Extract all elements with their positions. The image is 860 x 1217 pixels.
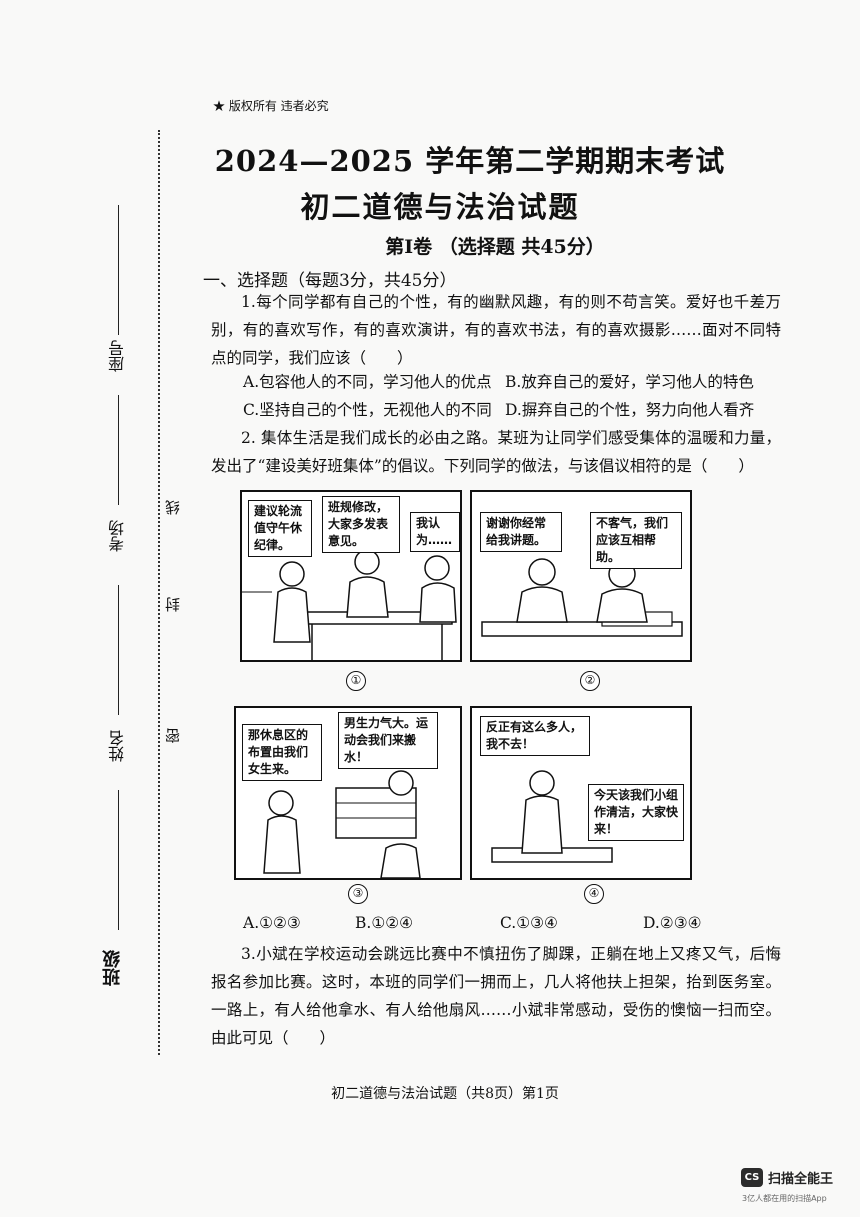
binding-dotted-line [158, 130, 160, 1055]
question-1-stem: 1.每个同学都有自己的个性，有的幽默风趣，有的则不苟言笑。爱好也千差万别，有的喜… [211, 293, 781, 367]
comic-2-bubble-1: 谢谢你经常给我讲题。 [480, 512, 562, 552]
page-footer: 初二道德与法治试题（共8页）第1页 [331, 1086, 559, 1102]
exam-room-underline [118, 395, 119, 505]
comic-panel-4: 反正有这么多人，我不去！ 今天该我们小组作清洁，大家快来！ [470, 706, 692, 880]
part-heading: 一、选择题（每题3分，共45分） [203, 271, 457, 291]
comic-1-bubble-3: 我认为…… [410, 512, 460, 552]
question-3-stem: 3.小斌在学校运动会跳远比赛中不慎扭伤了脚踝，正躺在地上又疼又气，后悔报名参加比… [211, 945, 781, 1047]
copyright-notice: ★ 版权所有 违者必究 [213, 99, 329, 113]
comic-panel-3-drawing [263, 770, 421, 878]
comic-4-bubble-2: 今天该我们小组作清洁，大家快来！ [588, 784, 684, 841]
exam-room-label: 考场 [108, 520, 127, 552]
question-2-option-b: B.①②④ [355, 914, 414, 932]
question-2-option-d: D.②③④ [643, 914, 702, 932]
comic-label-4: ④ [584, 884, 604, 904]
name-label: 姓名 [108, 730, 127, 762]
question-2-option-c: C.①③④ [500, 914, 558, 932]
question-2-option-a: A.①②③ [243, 914, 301, 932]
comic-3-bubble-2: 男生力气大。运动会我们来搬水！ [338, 712, 438, 769]
comic-panel-3: 那休息区的布置由我们女生来。 男生力气大。运动会我们来搬水！ [234, 706, 462, 880]
comic-1-bubble-1: 建议轮流值守午休纪律。 [248, 500, 312, 557]
comic-panel-2-drawing [481, 558, 683, 637]
comic-1-bubble-2: 班规修改，大家多发表意见。 [322, 496, 400, 553]
question-1-option-b: B.放弃自己的爱好，学习他人的特色 [505, 373, 754, 391]
question-1-option-a: A.包容他人的不同，学习他人的优点 [243, 373, 492, 391]
question-1-option-d: D.摒弃自己的个性，努力向他人看齐 [505, 401, 755, 419]
class-label: 班级 [102, 950, 123, 986]
question-1-option-c: C.坚持自己的个性，无视他人的不同 [243, 401, 492, 419]
comic-panel-4-drawing [491, 770, 613, 863]
comic-4-bubble-1: 反正有这么多人，我不去！ [480, 716, 590, 756]
comic-label-2: ② [580, 671, 600, 691]
scanner-tagline: 3亿人都在用的扫描App [742, 1194, 827, 1203]
seal-char-seal: 封 [164, 597, 182, 612]
comic-label-3: ③ [348, 884, 368, 904]
exam-subject: 初二道德与法治试题 [300, 190, 580, 224]
scanner-logo-icon: CS [741, 1168, 763, 1187]
seal-char-line: 线 [164, 500, 182, 515]
section-title: 第Ⅰ卷 （选择题 共45分） [385, 236, 605, 258]
comic-label-1: ① [346, 671, 366, 691]
seal-char-secret: 密 [164, 728, 182, 743]
comic-panel-1: 建议轮流值守午休纪律。 班规修改，大家多发表意见。 我认为…… [240, 490, 462, 662]
class-underline [118, 790, 119, 930]
comic-panel-2: 谢谢你经常给我讲题。 不客气，我们应该互相帮助。 [470, 490, 692, 662]
comic-panel-1-drawing [242, 549, 457, 660]
name-underline [118, 585, 119, 715]
comic-3-bubble-1: 那休息区的布置由我们女生来。 [242, 724, 322, 781]
scanner-app-name: 扫描全能王 [768, 1172, 834, 1187]
comic-illustration: 建议轮流值守午休纪律。 班规修改，大家多发表意见。 我认为…… 谢谢你经常给我讲… [230, 488, 700, 904]
exam-title: 2024—2025 学年第二学期期末考试 [214, 144, 726, 178]
question-2-stem: 2. 集体生活是我们成长的必由之路。某班为让同学们感受集体的温暖和力量，发出了“… [211, 429, 781, 475]
seat-underline [118, 205, 119, 335]
comic-2-bubble-2: 不客气，我们应该互相帮助。 [590, 512, 682, 569]
seat-label: 座号 [108, 340, 127, 372]
